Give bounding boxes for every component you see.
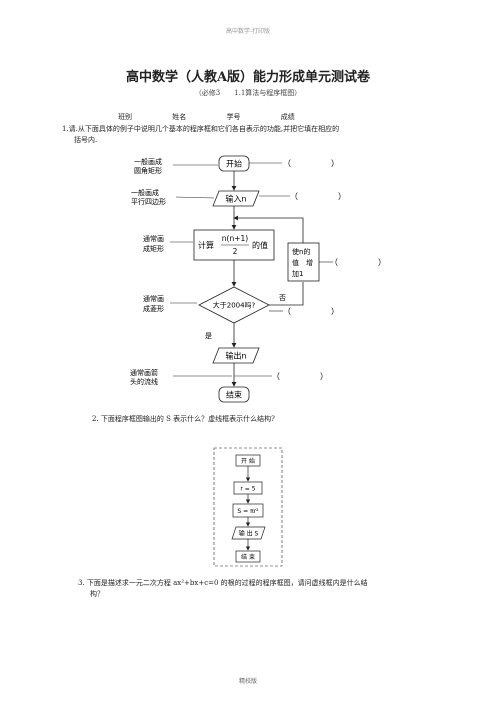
question-3: 3. 下面是描述求一元二次方程 ax²+bx+c=0 的根的过程的程序框图，请问… bbox=[78, 578, 368, 600]
blank-3[interactable]: （ ） bbox=[330, 258, 386, 267]
question-1: 1.请.从下面具体的例子中说明几个基本的程序框和它们各自表示的功能,并把它填在相… bbox=[62, 124, 339, 146]
decision-label: 大于2004吗? bbox=[213, 301, 256, 310]
end-terminal bbox=[218, 386, 250, 403]
question-2: 2. 下面程序框图输出的 S 表示什么？虚线框表示什么结构? bbox=[92, 415, 275, 423]
note-input-pointer bbox=[175, 196, 215, 199]
blank-1[interactable]: （ ） bbox=[283, 159, 339, 168]
flowchart-2: 开 始 r = 5 S = πr² 输 出 S 结 束 bbox=[213, 447, 283, 567]
note-flow-1: 通常画箭 bbox=[130, 368, 158, 377]
process-numerator: n(n+1) bbox=[222, 234, 248, 243]
question-3-line2: 构？ bbox=[90, 590, 104, 598]
page-subtitle: （必修3 1.1算法与程序框图） bbox=[194, 89, 302, 97]
note-process-2: 成矩形 bbox=[143, 244, 164, 253]
note-flow-2: 头的流线 bbox=[130, 377, 158, 386]
q2-start-label: 开 始 bbox=[241, 457, 255, 465]
blank-4[interactable]: （ ） bbox=[283, 307, 339, 316]
page-header: 高中数学-打印版 bbox=[225, 28, 271, 35]
name-label: 姓名 bbox=[172, 113, 187, 121]
end-label: 结束 bbox=[226, 390, 242, 400]
input-parallelogram bbox=[212, 190, 260, 207]
question-1-line1: 1.请.从下面具体的例子中说明几个基本的程序框和它们各自表示的功能,并把它填在相… bbox=[62, 125, 340, 133]
note-start-2: 圆角矩形 bbox=[134, 166, 162, 175]
note-start-1: 一般画成 bbox=[134, 157, 162, 166]
q2-end-terminal bbox=[235, 550, 261, 563]
note-decision-1: 通常画 bbox=[143, 294, 164, 303]
score-label: 成绩 bbox=[280, 113, 295, 121]
blank-5[interactable]: （ ） bbox=[272, 372, 328, 381]
q2-compute-label: S = πr² bbox=[237, 508, 259, 515]
increment-line1: 使n的 bbox=[292, 247, 310, 256]
blank-2[interactable]: （ ） bbox=[290, 192, 346, 201]
page-footer: 精校版 bbox=[238, 678, 257, 685]
process-suffix: 的值 bbox=[252, 240, 268, 250]
increment-line2: 值 增 bbox=[292, 258, 313, 267]
start-label: 开始 bbox=[226, 159, 242, 169]
arrow-decision-increment bbox=[269, 282, 304, 306]
no-label: 否 bbox=[279, 294, 286, 302]
note-input-1: 一般画成 bbox=[131, 188, 159, 197]
yes-label: 是 bbox=[205, 332, 212, 340]
q2-end-label: 结 束 bbox=[241, 553, 255, 561]
id-label: 学号 bbox=[226, 113, 241, 121]
student-info-row: 班别 姓名 学号 成绩 bbox=[118, 112, 333, 122]
process-prefix: 计算 bbox=[198, 240, 214, 250]
q2-output-parallelogram bbox=[231, 526, 266, 540]
output-label: 输出n bbox=[225, 351, 246, 361]
dashed-sequence-box bbox=[213, 447, 283, 567]
process-denominator: 2 bbox=[233, 247, 238, 256]
q2-output-label: 输 出 S bbox=[239, 530, 259, 538]
page-title: 高中数学（人教A版）能力形成单元测试卷 bbox=[125, 70, 371, 85]
output-parallelogram bbox=[212, 347, 260, 364]
question-1-line2: 括号内. bbox=[74, 136, 98, 144]
input-label: 输入n bbox=[225, 194, 246, 204]
q2-assign-label: r = 5 bbox=[240, 486, 255, 493]
note-process-1: 通常画 bbox=[143, 234, 164, 243]
note-input-2: 平行四边形 bbox=[131, 197, 166, 206]
question-3-line1: 3. 下面是描述求一元二次方程 ax²+bx+c=0 的根的过程的程序框图，请问… bbox=[78, 579, 368, 587]
class-label: 班别 bbox=[118, 113, 132, 121]
note-decision-2: 成菱形 bbox=[143, 304, 164, 313]
increment-line3: 加1 bbox=[292, 269, 303, 278]
arrow-loop-back bbox=[233, 215, 304, 243]
